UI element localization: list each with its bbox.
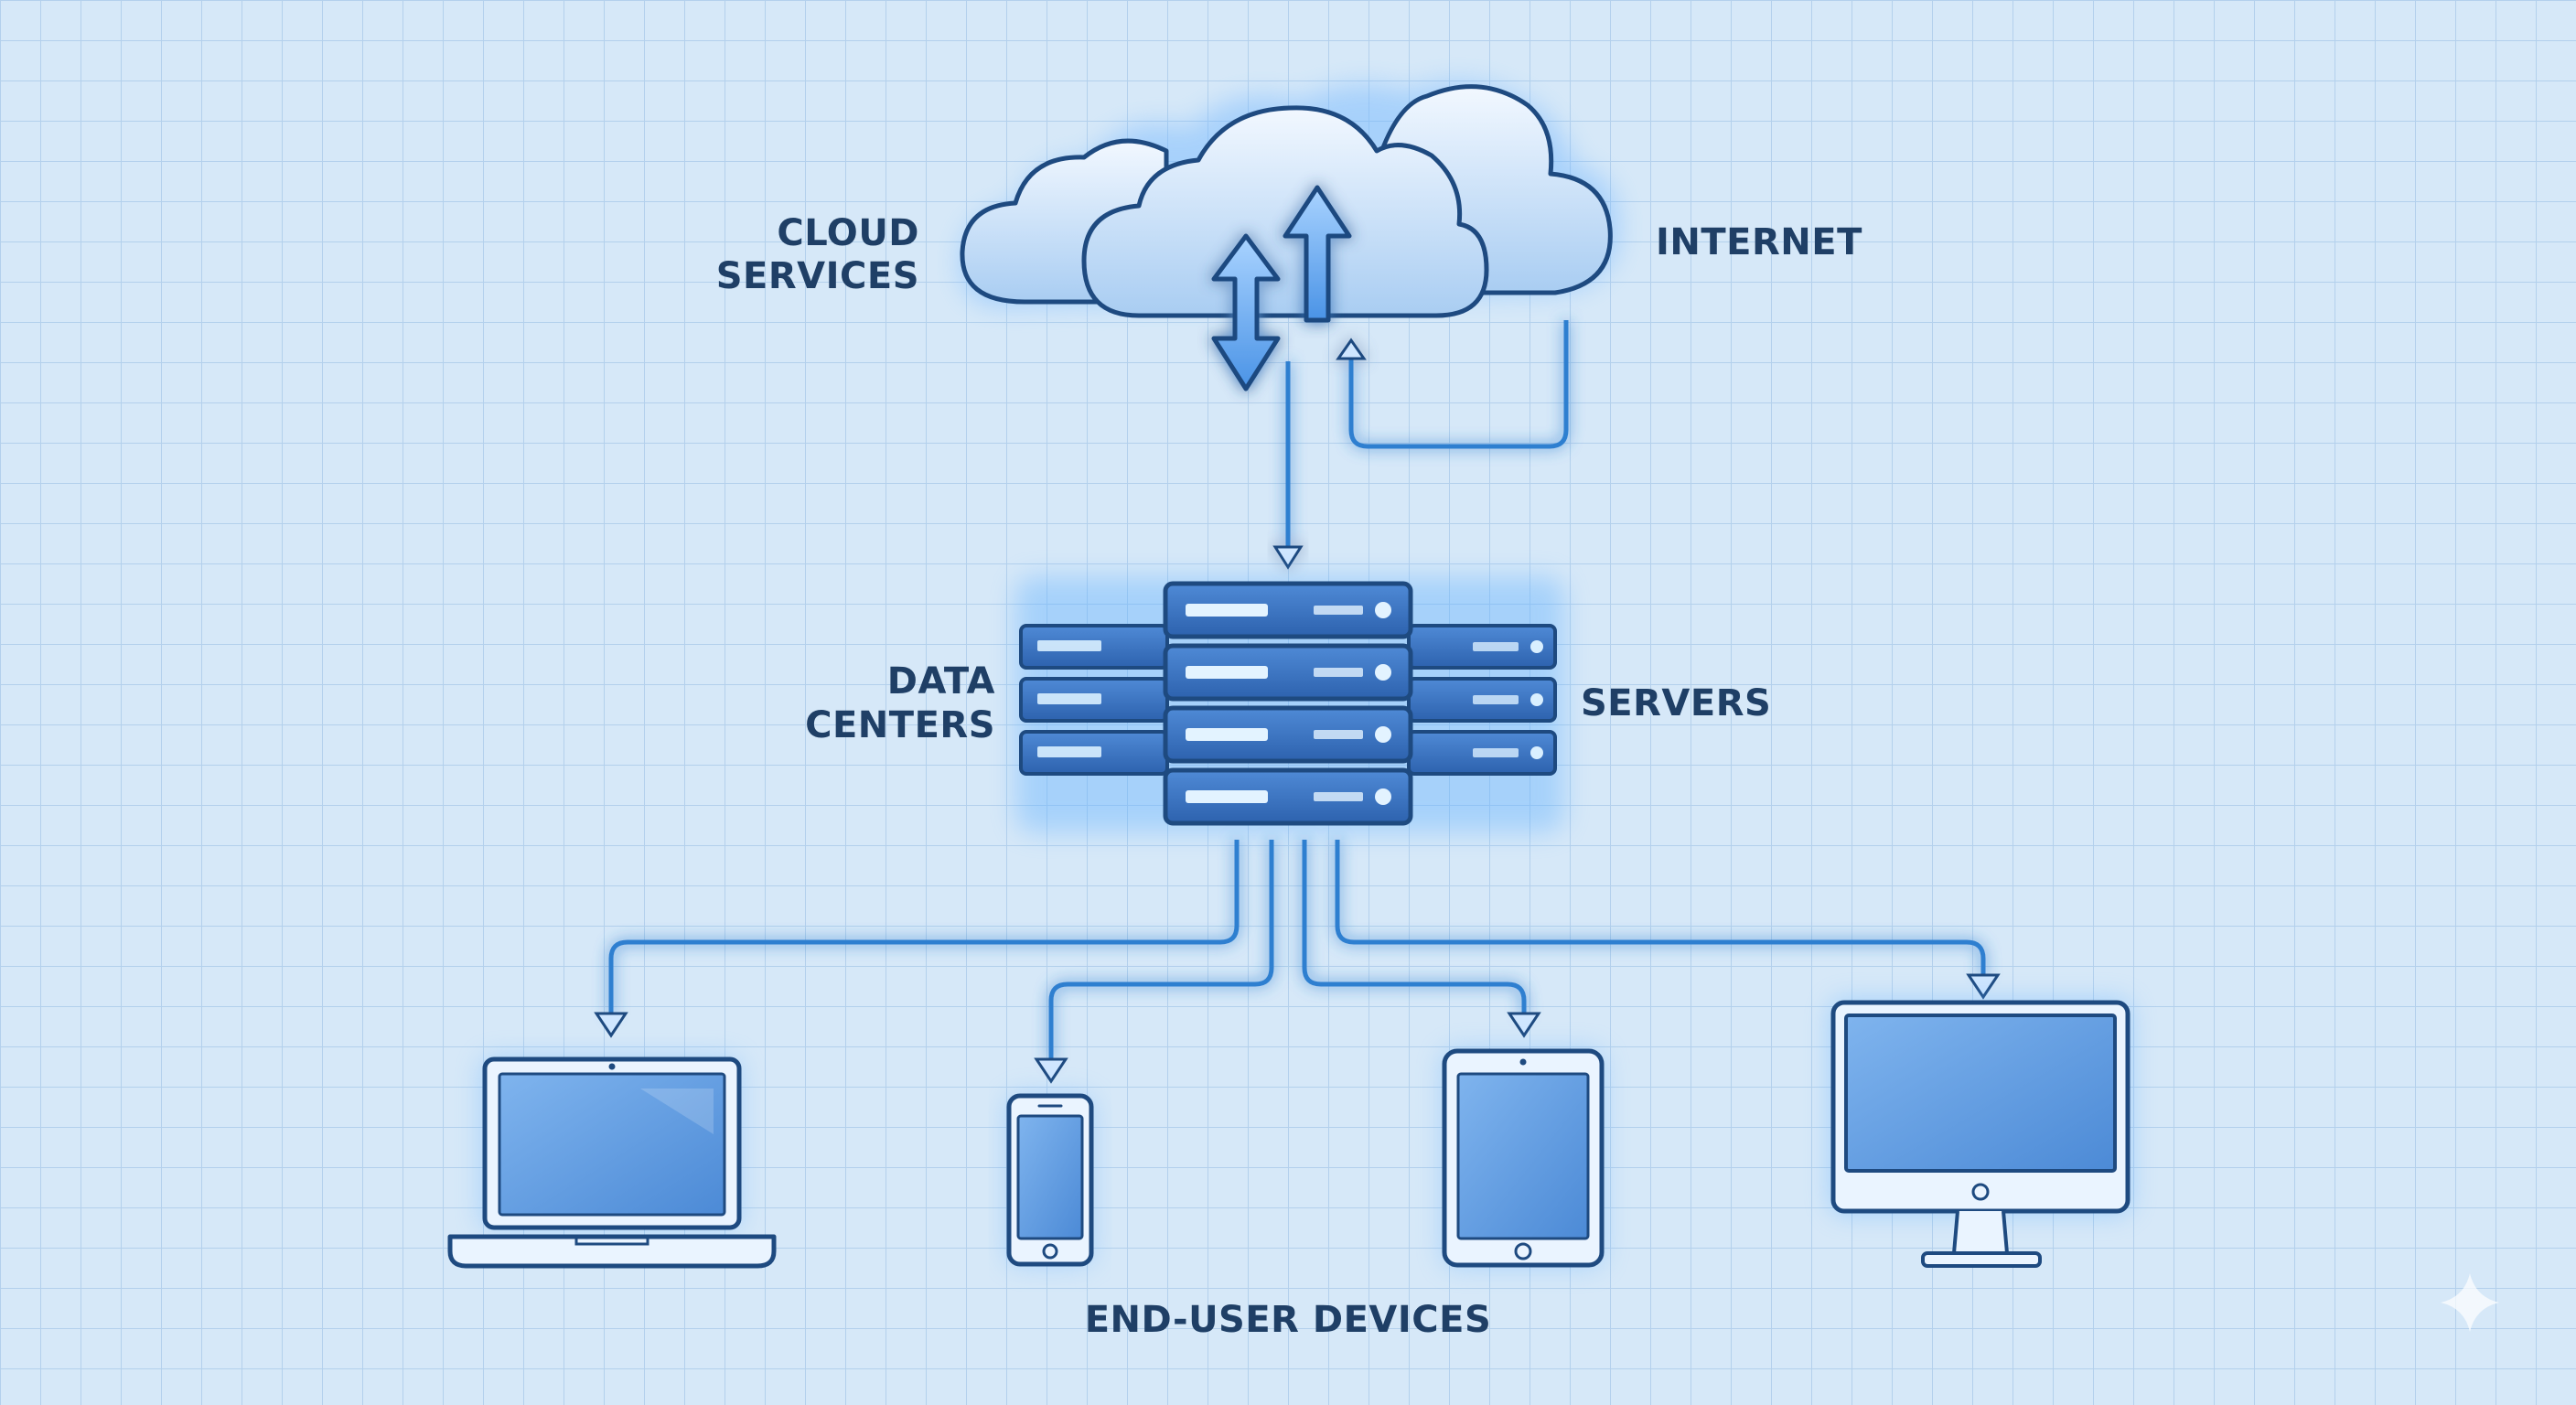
label-cloud-services-line2: SERVICES — [716, 255, 919, 297]
server-rack-icon — [1015, 576, 1564, 832]
sparkle-icon — [2441, 1273, 2499, 1332]
smartphone-icon — [1006, 1093, 1094, 1267]
bidirectional-arrow-icon — [1211, 233, 1281, 391]
label-end-user-devices: END-USER DEVICES — [1085, 1299, 1492, 1341]
connector-phone — [1048, 840, 1274, 1061]
desktop-monitor-icon — [1830, 999, 2131, 1268]
cloud-icon — [960, 80, 1619, 318]
device-connectors — [608, 840, 1986, 1061]
server-unit — [1163, 581, 1413, 826]
server-unit — [1019, 624, 1169, 776]
connector-tablet — [1302, 840, 1527, 1015]
upload-arrow-icon — [1283, 185, 1352, 323]
connector-laptop — [608, 840, 1240, 1015]
label-servers: SERVERS — [1581, 682, 1771, 724]
internet-loop-connector — [1336, 320, 1569, 449]
tablet-icon — [1442, 1048, 1605, 1268]
cloud-server-connector — [1272, 361, 1304, 570]
connector-desktop — [1335, 840, 1986, 977]
server-unit — [1407, 624, 1557, 776]
label-data-centers-line2: CENTERS — [805, 704, 995, 746]
label-data-centers-line1: DATA — [887, 660, 995, 702]
device-connector-arrowheads — [594, 973, 2001, 1084]
label-internet: INTERNET — [1656, 221, 1862, 263]
label-cloud-services-line1: CLOUD — [777, 212, 919, 254]
laptop-icon — [447, 1056, 777, 1269]
